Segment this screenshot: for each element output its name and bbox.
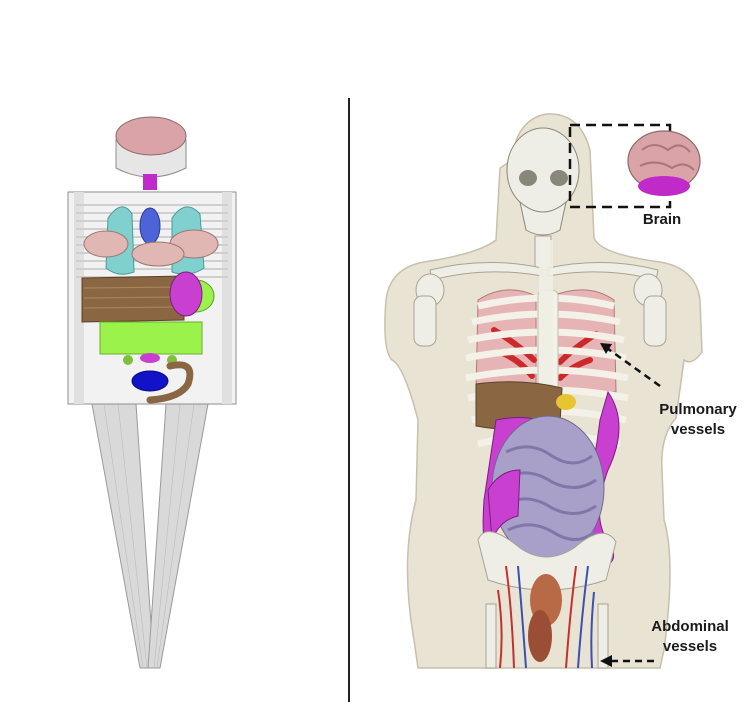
label-brain: Brain xyxy=(643,211,681,228)
label-abdominal-line2: vessels xyxy=(663,638,717,655)
stylized-head xyxy=(116,117,186,177)
anatomical-phantom-panel: Brain Pulmonary vessels Abdominal vessel… xyxy=(385,114,738,668)
stylized-brain-stem xyxy=(143,174,157,190)
stylized-phantom-panel xyxy=(68,117,236,668)
label-pulmonary-line2: vessels xyxy=(671,421,725,438)
label-abdominal-line1: Abdominal xyxy=(651,618,729,635)
label-pulmonary-line1: Pulmonary xyxy=(659,401,737,418)
legs xyxy=(92,404,208,668)
